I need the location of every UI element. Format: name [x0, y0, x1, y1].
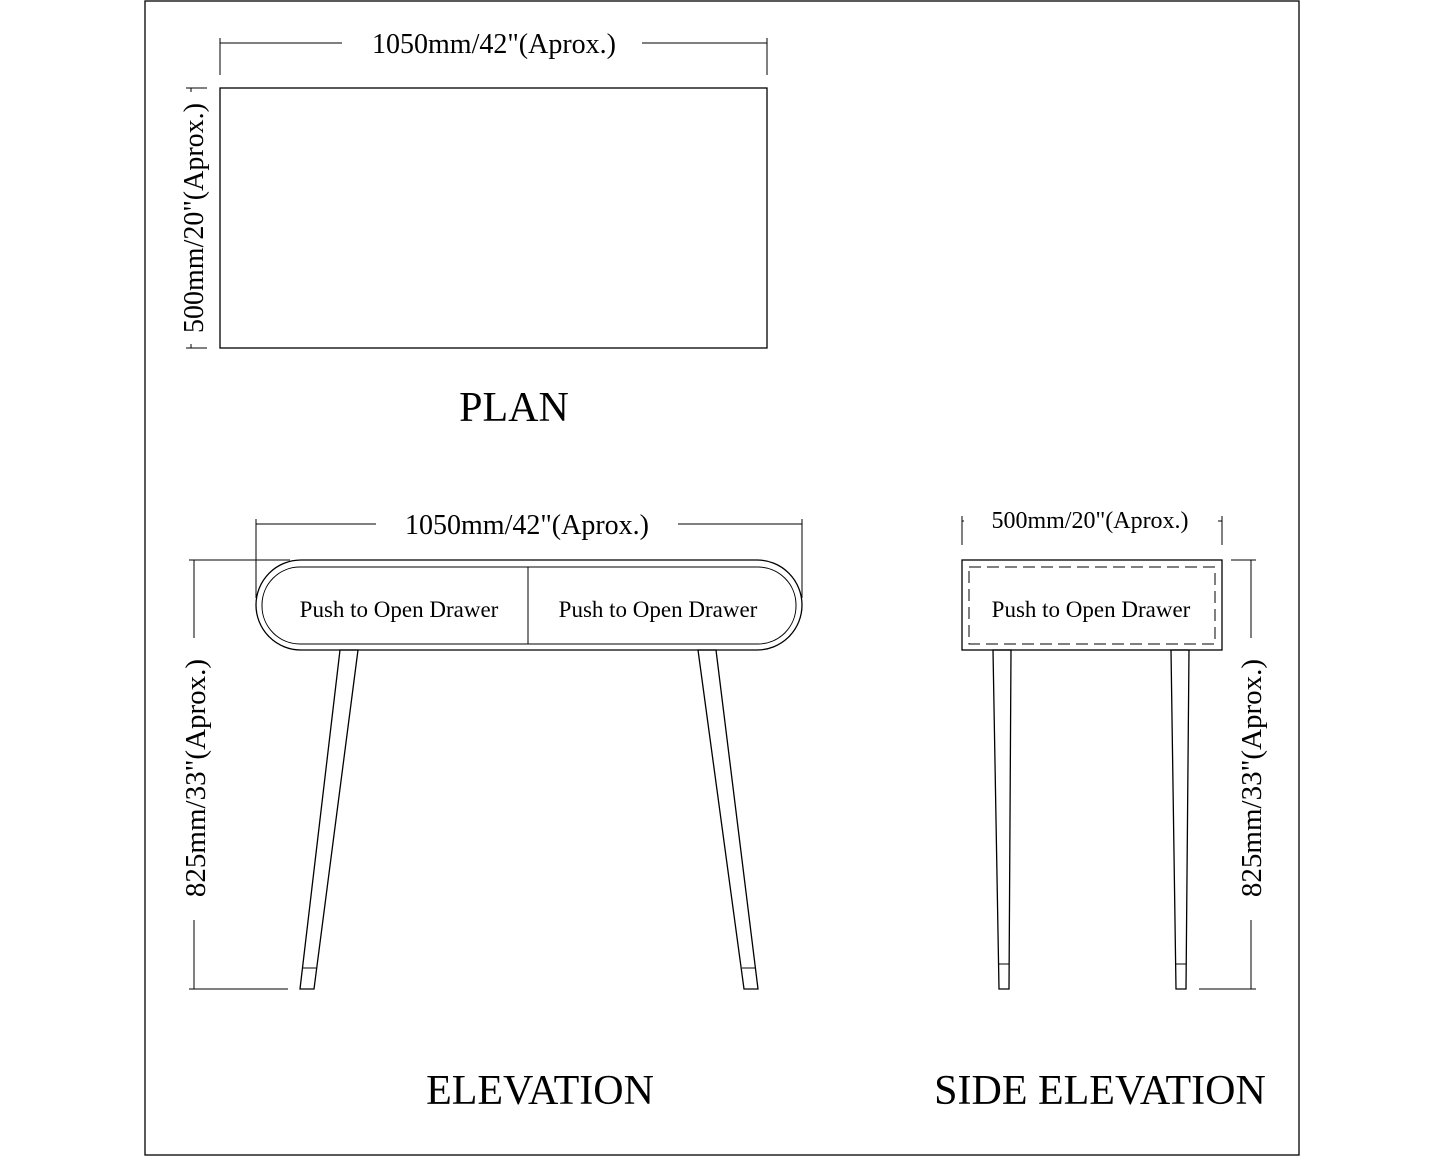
plan-view: 1050mm/42"(Aprox.) 500mm/20"(Aprox.) PLA… [173, 24, 768, 431]
elevation-body-outer [255, 559, 803, 651]
elevation-left-leg [299, 649, 359, 990]
elevation-body-inner [261, 566, 797, 645]
elevation-width-dim: 1050mm/42"(Aprox.) [405, 510, 649, 541]
elevation-height-label-bg [174, 638, 214, 920]
side-left-leg [992, 649, 1012, 990]
plan-depth-label-bg [173, 92, 209, 344]
elevation-title: ELEVATION [426, 1068, 654, 1114]
elevation-drawer-left-label: Push to Open Drawer [300, 597, 499, 622]
elevation-drawer-right-label: Push to Open Drawer [559, 597, 758, 622]
sheet-border [144, 0, 1300, 1156]
side-width-dim: 500mm/20"(Aprox.) [991, 508, 1188, 534]
plan-depth-dim: 500mm/20"(Aprox.) [179, 103, 210, 333]
elevation-height-dim: 825mm/33"(Aprox.) [180, 659, 212, 897]
plan-title: PLAN [459, 385, 569, 431]
side-width-label-bg [964, 505, 1218, 535]
plan-tabletop [219, 87, 768, 349]
side-body-outer [961, 559, 1223, 651]
side-height-dim: 825mm/33"(Aprox.) [1236, 659, 1268, 897]
side-height-label-bg [1232, 638, 1272, 920]
side-right-leg [1170, 649, 1190, 990]
side-elevation-title: SIDE ELEVATION [934, 1068, 1266, 1114]
plan-width-label-bg [342, 24, 642, 58]
elevation-view: Push to Open Drawer Push to Open Drawer … [174, 506, 803, 1114]
side-drawer-label: Push to Open Drawer [992, 597, 1191, 622]
plan-width-dim: 1050mm/42"(Aprox.) [372, 29, 616, 60]
elevation-width-label-bg [376, 506, 678, 540]
side-elevation-view: Push to Open Drawer 500mm/20"(Aprox.) 82… [934, 505, 1272, 1114]
elevation-right-leg [697, 649, 759, 990]
